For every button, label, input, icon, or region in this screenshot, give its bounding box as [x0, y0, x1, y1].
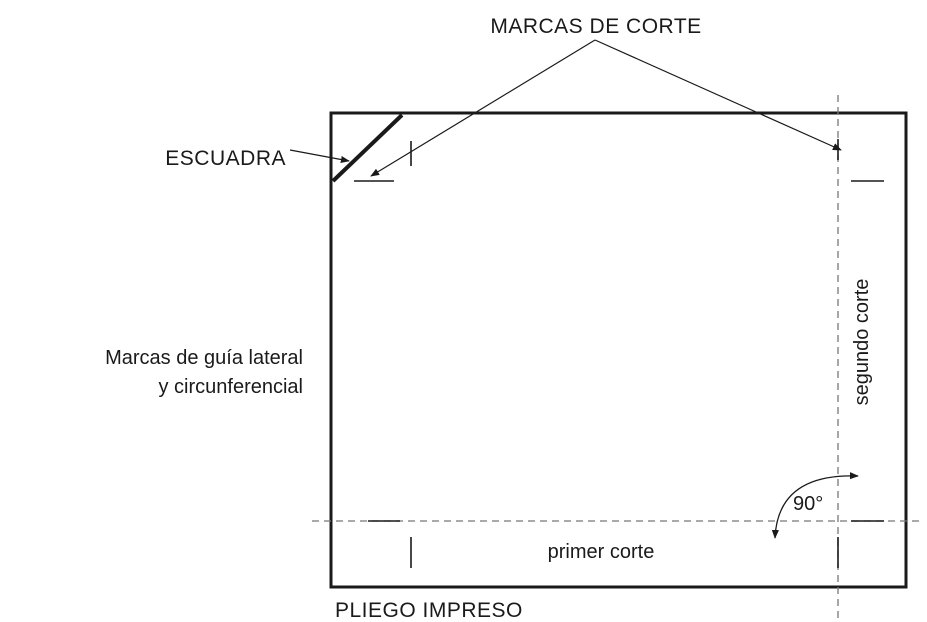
- cut-marks-arrow-right: [594, 39, 842, 151]
- square-arrow: [289, 149, 350, 164]
- guide-marks-label-line2: y circunferencial: [158, 376, 303, 398]
- printed-sheet-label: PLIEGO IMPRESO: [335, 599, 523, 622]
- first-cut-label: primer corte: [548, 541, 655, 563]
- square-label: ESCUADRA: [165, 147, 286, 170]
- angle-label: 90°: [793, 493, 823, 515]
- printed-sheet-outline: [329, 111, 908, 589]
- cut-marks-arrow-left: [370, 39, 596, 177]
- rotation-arc-arrow: [771, 472, 859, 539]
- second-cut-label: segundo corte: [851, 279, 873, 406]
- square-guide: [331, 113, 404, 183]
- guide-marks-label-line1: Marcas de guía lateral: [105, 347, 303, 369]
- cut-marks-label: MARCAS DE CORTE: [490, 15, 701, 38]
